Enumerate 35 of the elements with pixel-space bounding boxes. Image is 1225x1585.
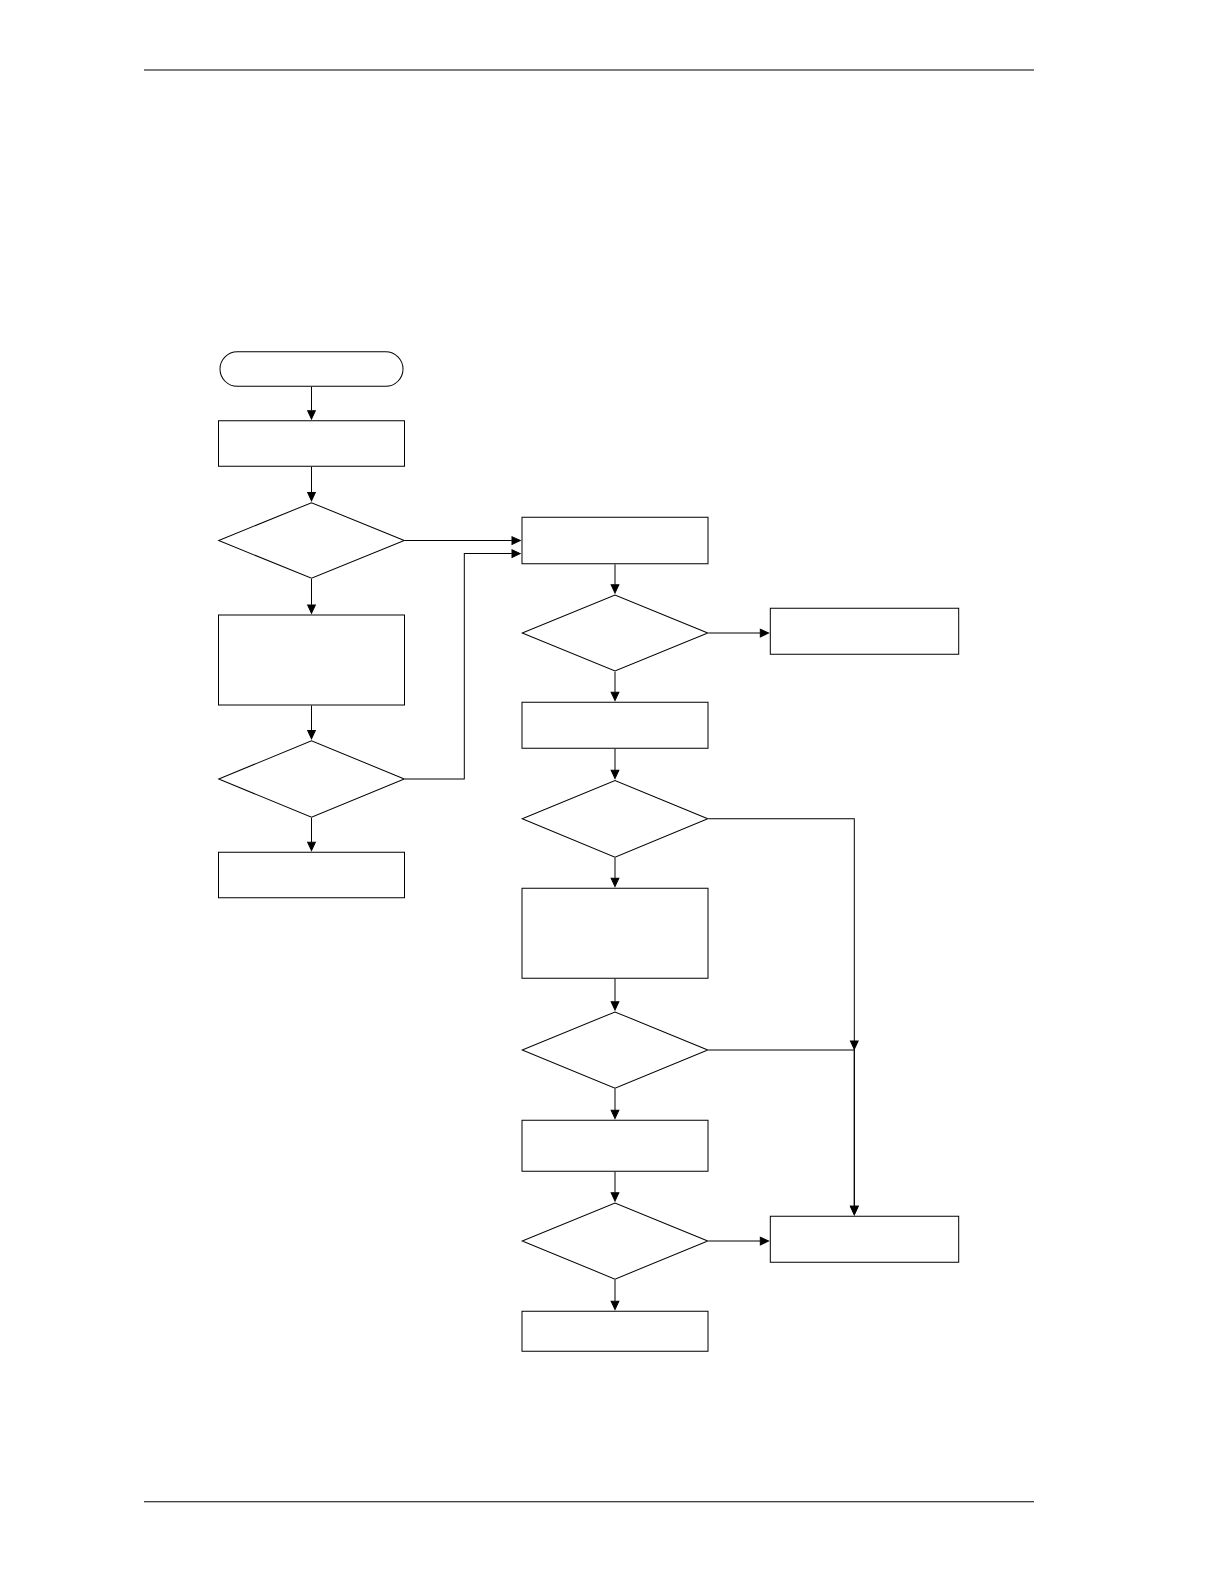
arrow [610,1171,620,1202]
arrow [404,536,521,545]
process-box [218,614,405,706]
arrow [708,628,770,638]
decision-diamond [521,594,709,672]
arrow [307,386,316,420]
process-box [769,607,960,655]
arrow [610,563,620,594]
arrow [610,1088,620,1120]
decision-diamond [218,740,405,818]
arrow [610,748,620,780]
arrow [610,857,620,888]
process-box [521,887,709,979]
arrow [708,1236,770,1246]
decision-diamond [521,1202,709,1280]
decision-diamond [218,502,405,579]
process-box [521,701,709,749]
process-box [769,1215,960,1263]
process-box [218,851,405,899]
arrow [610,1279,620,1311]
arrow [307,466,316,502]
terminal-box [219,351,404,387]
process-box [521,1119,709,1172]
process-box [521,1310,709,1352]
arrow [610,671,620,702]
arrow [307,817,316,851]
decision-diamond [521,1011,709,1089]
process-box [218,420,405,467]
arrow [708,1040,859,1216]
arrow [404,549,521,780]
arrow [307,578,316,614]
process-box [521,516,709,565]
arrow [610,978,620,1011]
decision-diamond [521,780,709,858]
arrow [307,705,316,740]
